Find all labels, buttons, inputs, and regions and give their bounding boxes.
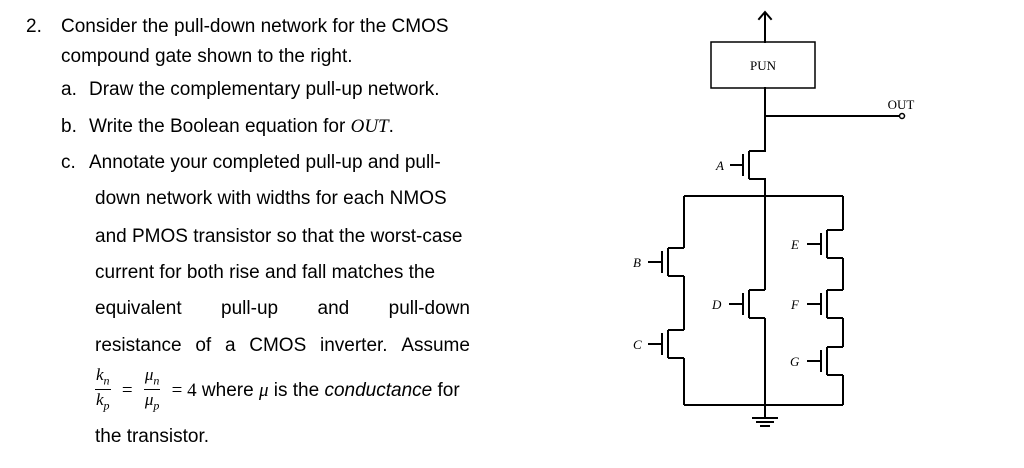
conductance-word: conductance bbox=[324, 379, 433, 401]
out-variable: OUT bbox=[350, 116, 389, 137]
equals-sign: = bbox=[121, 379, 133, 401]
pun-label: PUN bbox=[750, 58, 777, 73]
part-a-text: Draw the complementary pull-up network. bbox=[89, 79, 440, 100]
part-c-line-6: resistance of a CMOS inverter. Assume bbox=[95, 335, 470, 357]
out-terminal bbox=[898, 112, 906, 120]
part-c-line-4: current for both rise and fall matches t… bbox=[95, 262, 436, 283]
part-b-text: Write the Boolean equation for OUT. bbox=[89, 116, 394, 138]
nmos-c bbox=[648, 329, 684, 359]
word: pull-up bbox=[221, 298, 279, 319]
nmos-f bbox=[807, 289, 843, 319]
is-the-text: is the bbox=[268, 379, 325, 401]
input-b-label: B bbox=[633, 255, 641, 270]
intro-line-2: compound gate shown to the right. bbox=[61, 46, 353, 67]
equals-four: = 4 bbox=[171, 379, 197, 401]
nmos-b bbox=[648, 247, 684, 277]
nmos-a bbox=[730, 150, 766, 196]
nmos-e bbox=[807, 229, 843, 259]
part-c-line-5: equivalent pull-up and pull-down bbox=[95, 298, 470, 320]
part-b-letter: b. bbox=[61, 116, 77, 137]
word: inverter. bbox=[319, 335, 388, 356]
input-e-label: E bbox=[790, 237, 799, 252]
part-b-end: . bbox=[388, 116, 394, 137]
input-c-label: C bbox=[633, 337, 642, 352]
part-c-letter: c. bbox=[61, 152, 76, 173]
word: equivalent bbox=[95, 298, 182, 319]
out-label: OUT bbox=[888, 97, 915, 112]
formula-line: kn kp = μn μp = 4 where μ is the conduct… bbox=[95, 366, 460, 413]
part-c-line-1: Annotate your completed pull-up and pull… bbox=[89, 152, 441, 173]
mu-symbol: μ bbox=[258, 379, 269, 401]
input-g-label: G bbox=[790, 354, 800, 369]
part-c-line-3: and PMOS transistor so that the worst-ca… bbox=[95, 226, 463, 247]
word: and bbox=[317, 298, 350, 319]
input-d-label: D bbox=[711, 297, 722, 312]
pun-box bbox=[710, 41, 816, 89]
nmos-g bbox=[807, 346, 843, 376]
word: pull-down bbox=[388, 298, 470, 319]
vdd-arrow-icon bbox=[757, 10, 773, 21]
where-text: where bbox=[201, 379, 259, 401]
kn-over-kp: kn kp bbox=[95, 365, 111, 413]
part-b-prefix: Write the Boolean equation for bbox=[89, 116, 351, 137]
input-a-label: A bbox=[715, 158, 724, 173]
intro-line-1: Consider the pull-down network for the C… bbox=[61, 16, 449, 37]
word: CMOS bbox=[249, 335, 307, 356]
word: resistance bbox=[95, 335, 182, 356]
problem-number: 2. bbox=[26, 16, 42, 37]
input-f-label: F bbox=[790, 297, 800, 312]
mun-over-mup: μn μp bbox=[143, 365, 161, 413]
word: Assume bbox=[401, 335, 470, 356]
for-text: for bbox=[432, 379, 460, 401]
part-a-letter: a. bbox=[61, 79, 77, 100]
part-c-line-8: the transistor. bbox=[95, 426, 210, 447]
word: of bbox=[195, 335, 212, 356]
word: a bbox=[224, 335, 236, 356]
nmos-d bbox=[729, 289, 765, 319]
part-c-line-2: down network with widths for each NMOS bbox=[95, 188, 447, 209]
